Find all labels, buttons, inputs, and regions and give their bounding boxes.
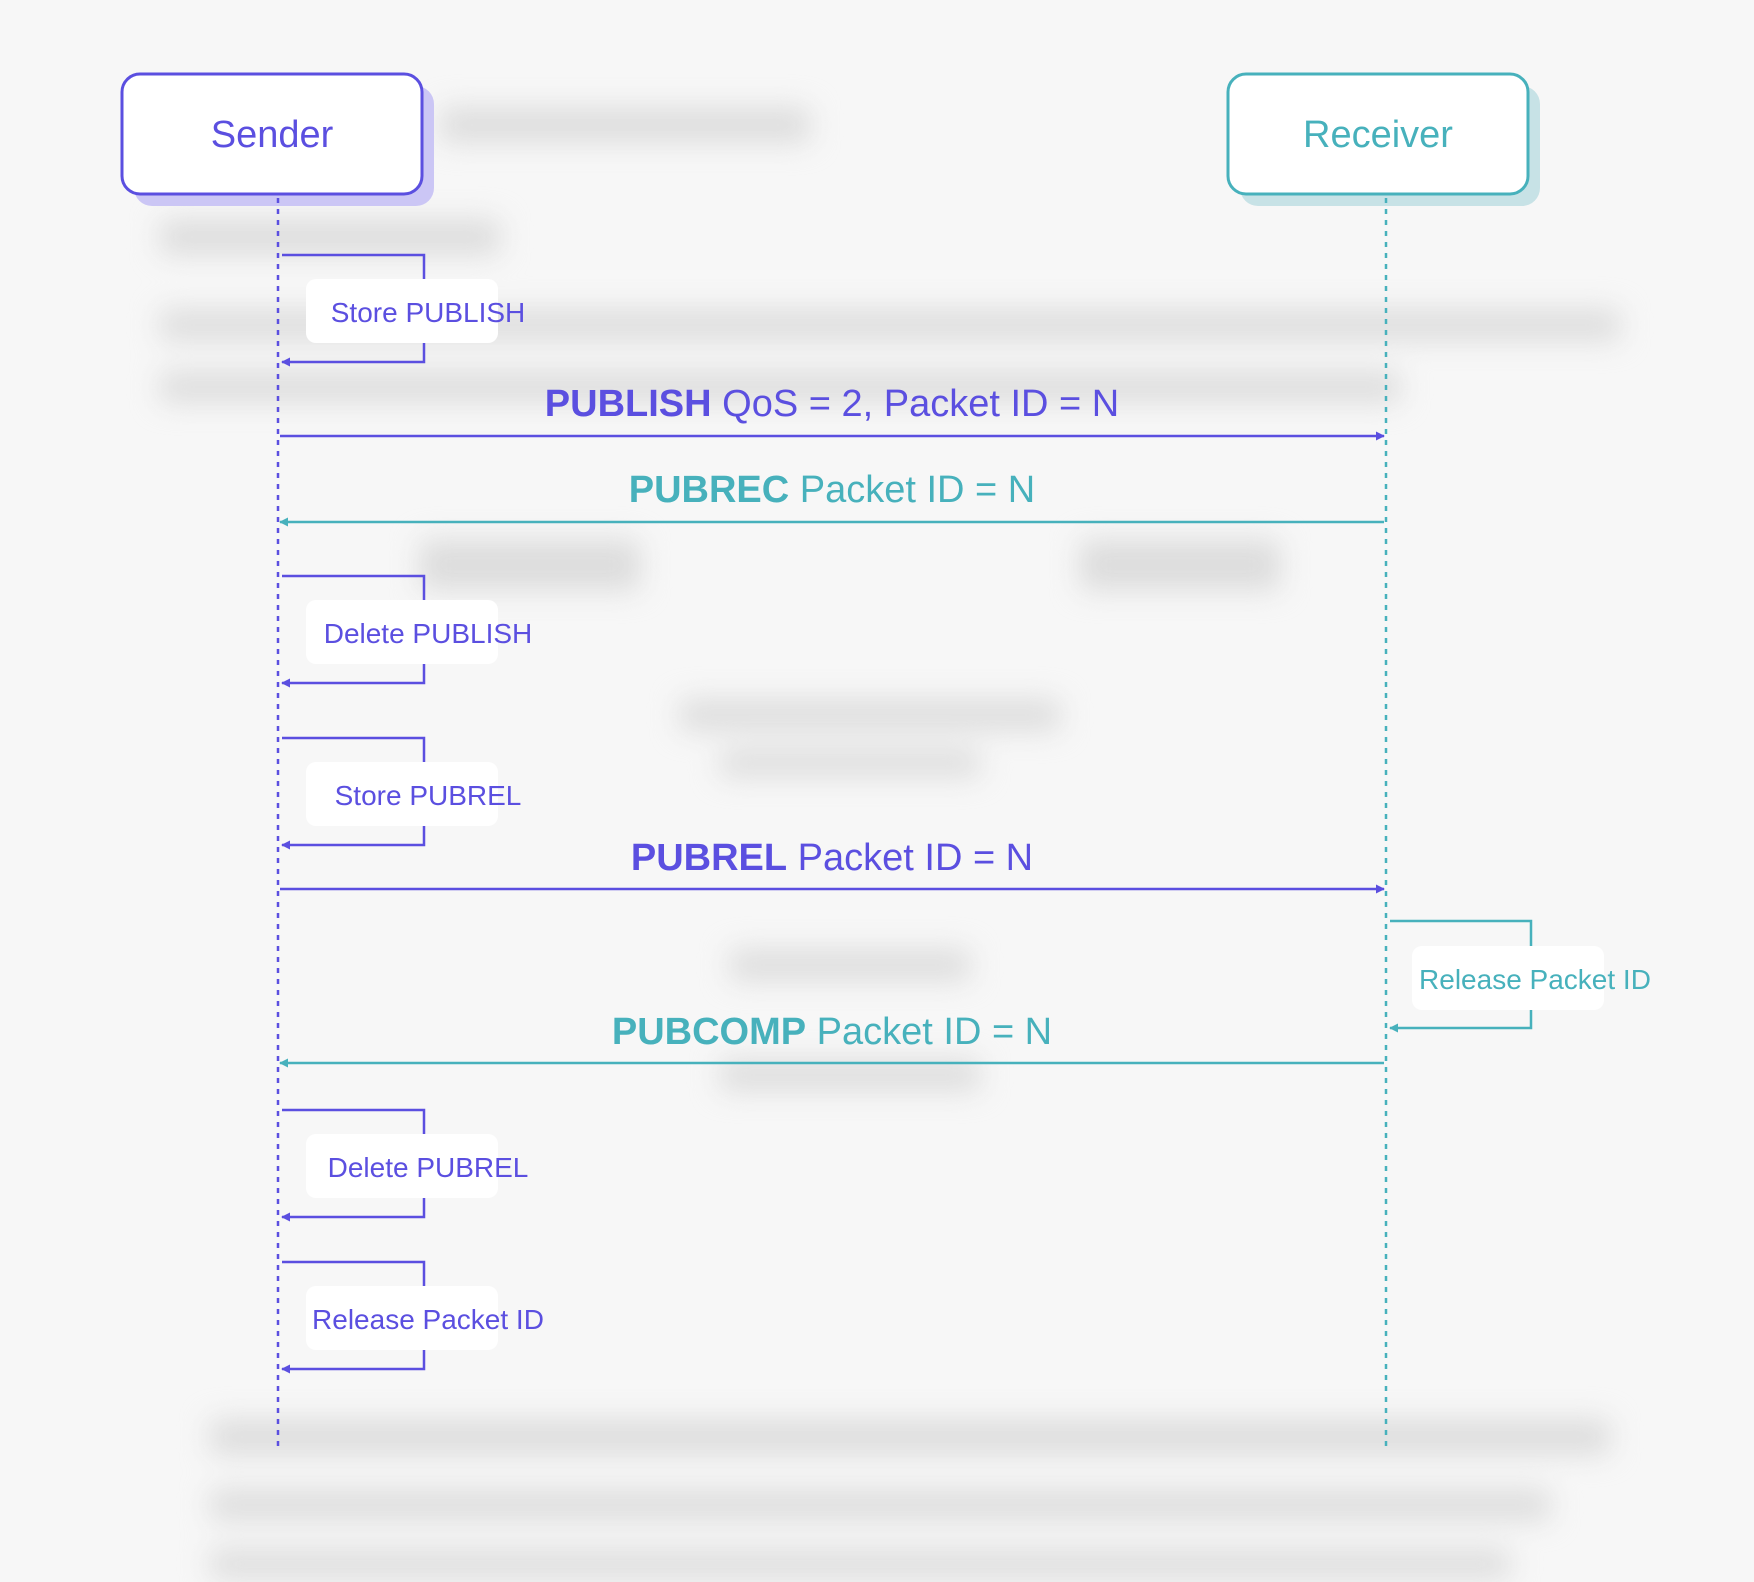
note-label: Delete PUBREL (328, 1152, 529, 1183)
sender-box (120, 72, 424, 196)
note-box (306, 279, 498, 343)
note-delete-pubrel: Delete PUBREL (281, 1108, 529, 1222)
note-box (306, 762, 498, 826)
bg-bar (160, 372, 1400, 402)
note-box (1412, 946, 1604, 1010)
bg-bar (1080, 540, 1280, 590)
note-sender-release-packet-id: Release Packet ID (281, 1260, 544, 1374)
bg-bar (680, 700, 1060, 730)
sender-actor: Sender (120, 72, 434, 206)
note-label: Store PUBREL (335, 780, 522, 811)
message-name: PUBCOMP (612, 1011, 806, 1053)
bg-bar (730, 950, 970, 980)
message-pubrel: PUBREL Packet ID = N (280, 837, 1385, 894)
note-label: Store PUBLISH (331, 297, 526, 328)
message-params: Packet ID = N (787, 837, 1033, 879)
message-label: PUBCOMP Packet ID = N (612, 1011, 1052, 1053)
message-pubcomp: PUBCOMP Packet ID = N (279, 1011, 1384, 1068)
message-params: QoS = 2, Packet ID = N (712, 383, 1120, 425)
message-label: PUBREL Packet ID = N (631, 837, 1033, 879)
message-pubrec: PUBREC Packet ID = N (279, 469, 1384, 527)
note-store-publish: Store PUBLISH (281, 253, 526, 367)
bg-bar (420, 540, 640, 590)
message-params: Packet ID = N (789, 469, 1035, 511)
receiver-label: Receiver (1303, 114, 1453, 156)
bg-bar (720, 1060, 980, 1090)
message-params: Packet ID = N (806, 1011, 1052, 1053)
message-label: PUBLISH QoS = 2, Packet ID = N (545, 383, 1119, 425)
bg-bar (160, 220, 500, 254)
bg-bar (210, 1490, 1550, 1520)
note-box (306, 600, 498, 664)
sender-label: Sender (211, 114, 334, 156)
message-label: PUBREC Packet ID = N (629, 469, 1036, 511)
note-receiver-release-packet-id: Release Packet ID (1389, 919, 1651, 1033)
note-label: Delete PUBLISH (324, 618, 533, 649)
bg-bar (720, 750, 980, 776)
note-box (306, 1286, 498, 1350)
bg-bar (210, 1420, 1610, 1454)
note-label: Release Packet ID (312, 1304, 544, 1335)
message-name: PUBREC (629, 469, 789, 511)
note-box (306, 1134, 498, 1198)
bg-bar (440, 108, 810, 142)
message-publish: PUBLISH QoS = 2, Packet ID = N (280, 383, 1385, 441)
receiver-box (1226, 72, 1530, 196)
bg-bar (210, 1550, 1510, 1578)
message-name: PUBLISH (545, 383, 712, 425)
message-name: PUBREL (631, 837, 787, 879)
note-delete-publish: Delete PUBLISH (281, 574, 533, 688)
note-label: Release Packet ID (1419, 964, 1651, 995)
note-store-pubrel: Store PUBREL (281, 736, 522, 850)
receiver-actor: Receiver (1226, 72, 1540, 206)
